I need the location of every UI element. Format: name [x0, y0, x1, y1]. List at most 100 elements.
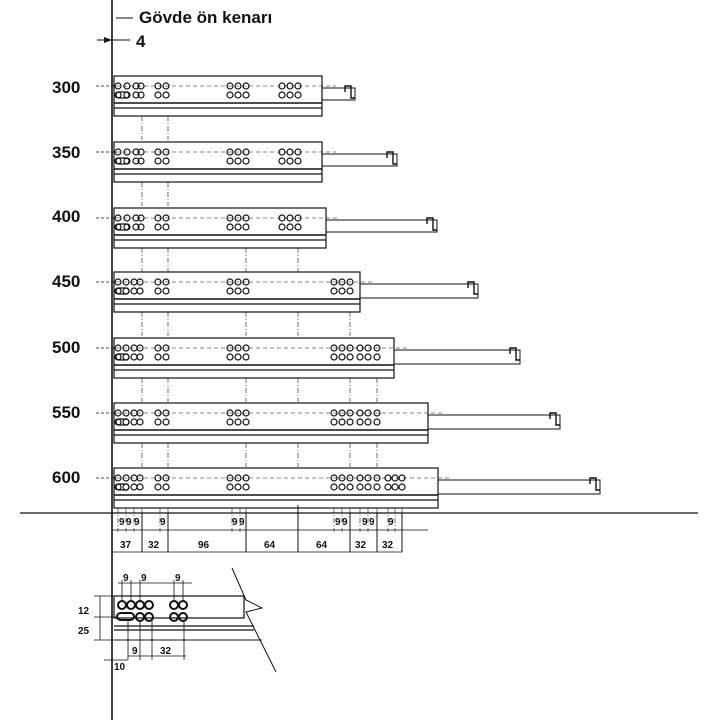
- mount-hole: [278, 148, 286, 156]
- mount-hole: [122, 344, 130, 352]
- mount-hole: [154, 409, 162, 417]
- mount-hole: [278, 91, 286, 99]
- slide-latch: [549, 412, 560, 426]
- mount-hole: [346, 409, 354, 417]
- mount-hole: [286, 214, 294, 222]
- mount-hole: [234, 223, 242, 231]
- mount-hole: [136, 353, 144, 361]
- detail-bottom-dim: 10: [114, 662, 126, 673]
- slide-extension: [321, 153, 398, 167]
- slot-hole: [115, 483, 130, 491]
- slide-body: [113, 337, 395, 379]
- mount-hole: [286, 91, 294, 99]
- spacing-dim: 32: [382, 540, 394, 551]
- mount-hole: [114, 344, 122, 352]
- mount-hole: [226, 214, 234, 222]
- slide-body: [113, 141, 323, 183]
- mount-hole: [234, 214, 242, 222]
- slide-row-350: 350: [52, 143, 80, 162]
- mount-hole: [162, 91, 170, 99]
- mount-hole: [154, 353, 162, 361]
- mount-hole: [242, 474, 250, 482]
- mount-hole: [234, 409, 242, 417]
- mount-hole: [234, 353, 242, 361]
- slot-hole: [115, 157, 130, 165]
- mount-hole: [278, 157, 286, 165]
- slide-extension: [437, 479, 601, 495]
- mount-hole: [154, 91, 162, 99]
- detail-top-dim: 9: [175, 573, 181, 584]
- mount-hole: [154, 157, 162, 165]
- mount-hole: [114, 474, 122, 482]
- mount-hole: [123, 82, 131, 90]
- mount-hole: [226, 353, 234, 361]
- header-label: Gövde ön kenarı: [139, 8, 272, 27]
- mount-hole: [234, 287, 242, 295]
- slide-extension: [359, 283, 479, 299]
- slot-hole: [115, 418, 130, 426]
- mount-hole: [242, 483, 250, 491]
- mount-hole: [132, 214, 140, 222]
- mount-hole: [294, 214, 302, 222]
- mount-hole: [242, 91, 250, 99]
- mount-hole: [226, 344, 234, 352]
- mount-hole: [154, 214, 162, 222]
- mount-hole: [137, 91, 145, 99]
- slot-hole: [115, 287, 130, 295]
- pitch-dim: 9: [335, 517, 341, 528]
- mount-hole: [330, 353, 338, 361]
- mount-hole: [364, 483, 372, 491]
- mount-hole: [234, 148, 242, 156]
- mount-hole: [162, 474, 170, 482]
- mount-hole: [373, 474, 381, 482]
- slide-extension: [427, 414, 561, 430]
- slide-row-300: 300: [52, 78, 80, 97]
- mount-hole: [338, 287, 346, 295]
- mount-hole: [136, 474, 144, 482]
- pitch-dim: 9: [232, 517, 238, 528]
- mount-hole: [294, 157, 302, 165]
- mount-hole: [154, 148, 162, 156]
- slide-latch: [589, 477, 600, 491]
- mount-hole: [130, 287, 138, 295]
- mount-hole: [162, 418, 170, 426]
- mount-hole: [114, 214, 122, 222]
- mount-hole: [356, 483, 364, 491]
- mount-hole: [234, 82, 242, 90]
- pitch-dim: 9: [388, 517, 394, 528]
- mount-hole: [373, 418, 381, 426]
- mount-hole: [373, 353, 381, 361]
- mount-hole: [242, 278, 250, 286]
- mount-hole: [132, 223, 140, 231]
- spacing-dim: 96: [198, 540, 210, 551]
- mount-hole: [234, 278, 242, 286]
- mount-hole: [373, 409, 381, 417]
- detail-top-dim: 9: [141, 573, 147, 584]
- slide-body: [113, 75, 323, 117]
- mount-hole: [356, 344, 364, 352]
- mount-hole: [384, 483, 392, 491]
- mount-hole: [162, 344, 170, 352]
- detail-top-dim: 9: [123, 573, 129, 584]
- mount-hole: [346, 353, 354, 361]
- slide-length: 350: [52, 143, 80, 162]
- mount-hole: [162, 157, 170, 165]
- mount-hole: [338, 409, 346, 417]
- mount-hole: [346, 344, 354, 352]
- detail-left-dim: 25: [78, 626, 90, 637]
- pitch-dim: 9: [119, 517, 125, 528]
- mount-hole: [226, 278, 234, 286]
- mount-hole: [278, 214, 286, 222]
- pitch-dim: 9: [134, 517, 140, 528]
- mount-hole: [137, 148, 145, 156]
- mount-hole: [136, 418, 144, 426]
- mount-hole: [242, 157, 250, 165]
- mount-hole: [226, 157, 234, 165]
- mount-hole: [373, 483, 381, 491]
- mount-hole: [330, 483, 338, 491]
- mount-hole: [137, 223, 145, 231]
- pitch-dim: 9: [239, 517, 245, 528]
- mount-hole: [364, 418, 372, 426]
- mount-hole: [391, 474, 399, 482]
- mount-hole: [338, 418, 346, 426]
